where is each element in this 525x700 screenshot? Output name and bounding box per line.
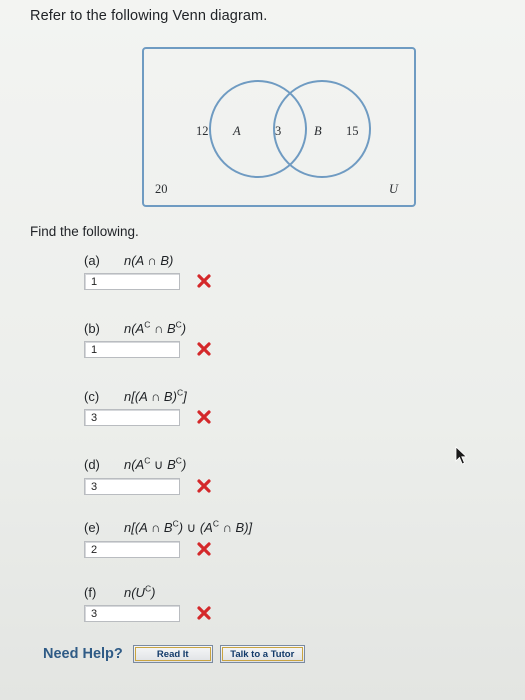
part-letter: (d) [84,457,100,472]
answer-input-d[interactable] [84,478,180,495]
part-e: (e) n[(A ∩ BC) ∪ (AC ∩ B)] [84,518,344,563]
talk-to-tutor-button[interactable]: Talk to a Tutor [219,645,305,663]
wrong-x-icon [197,542,211,556]
part-expression: n(AC ∪ BC) [124,455,187,472]
part-expression: n(AC ∩ BC) [124,319,187,336]
answer-input-f[interactable] [84,605,180,622]
intersection-count: 3 [275,124,281,138]
read-it-button[interactable]: Read It [132,645,213,663]
part-b: (b) n(AC ∩ BC) [84,319,344,363]
wrong-x-icon [197,342,211,356]
wrong-x-icon [197,479,211,493]
wrong-x-icon [197,606,211,620]
part-d: (d) n(AC ∪ BC) [84,455,344,500]
question-title: Refer to the following Venn diagram. [30,8,268,24]
venn-svg: 12 A 3 B 15 20 U [142,47,416,207]
need-help-bar: Need Help? Read It Talk to a Tutor [43,645,312,663]
need-help-label: Need Help? [43,646,123,662]
part-expression: n[(A ∩ BC) ∪ (AC ∩ B)] [124,518,253,535]
part-expression: n[(A ∩ B)C] [124,387,187,404]
part-c: (c) n[(A ∩ B)C] [84,387,344,431]
venn-diagram: 12 A 3 B 15 20 U [142,47,416,207]
answer-input-b[interactable] [84,341,180,358]
only-b-count: 15 [346,124,359,138]
part-expression: n(UC) [124,583,156,600]
part-letter: (b) [84,321,100,336]
wrong-x-icon [197,274,211,288]
wrong-x-icon [197,410,211,424]
part-expression: n(A ∩ B) [124,253,174,268]
set-a-label: A [232,124,241,138]
part-f: (f) n(UC) [84,583,344,627]
part-letter: (a) [84,253,100,268]
outside-count: 20 [155,182,168,196]
find-label: Find the following. [30,224,139,239]
set-a-circle [209,80,307,178]
set-b-circle [273,80,371,178]
set-b-label: B [314,124,322,138]
part-letter: (c) [84,389,100,404]
answer-input-e[interactable] [84,541,180,558]
answer-input-a[interactable] [84,273,180,290]
universe-label: U [389,182,399,196]
part-letter: (f) [84,585,97,600]
part-letter: (e) [84,520,100,535]
universe-frame [142,47,416,207]
mouse-pointer-icon [455,446,468,465]
part-a: (a) n(A ∩ B) [84,253,344,295]
answer-input-c[interactable] [84,409,180,426]
only-a-count: 12 [196,124,209,138]
